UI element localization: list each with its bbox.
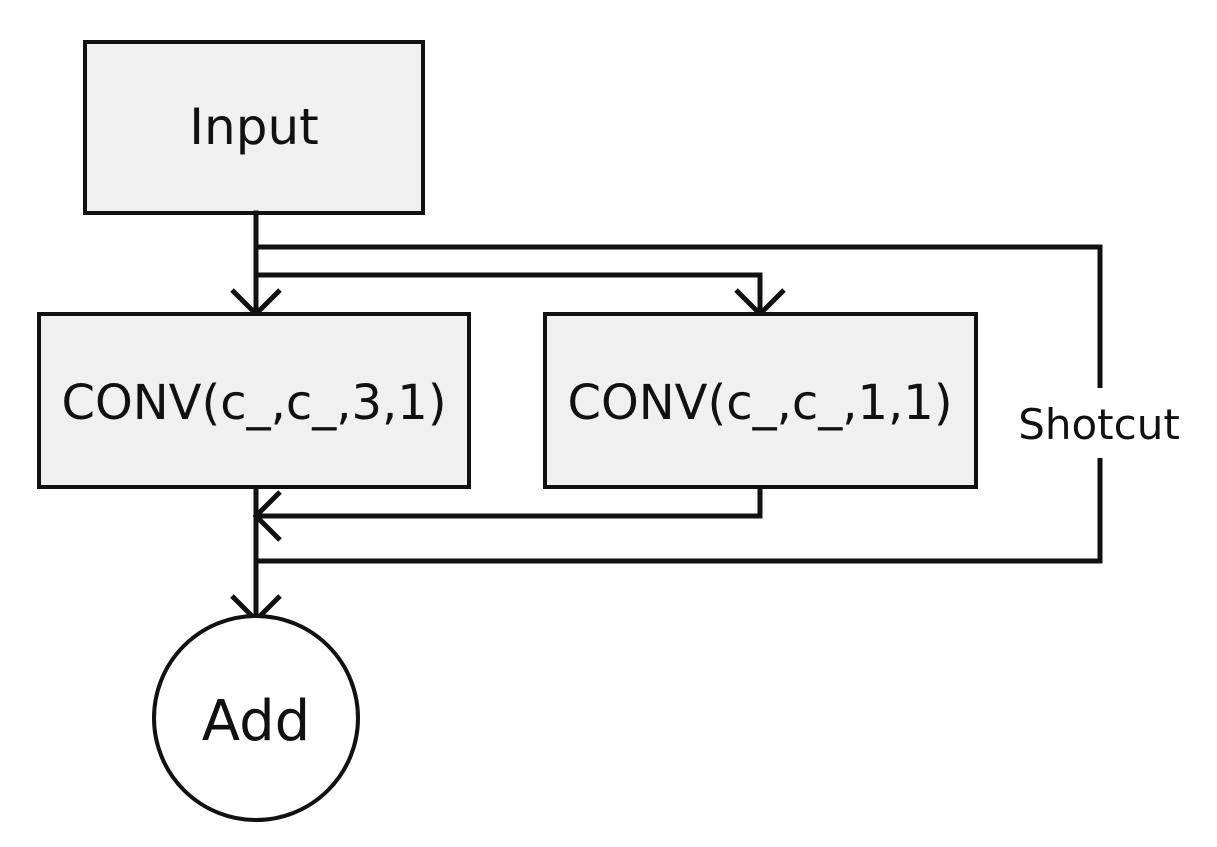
- add-label: Add: [202, 689, 310, 754]
- shortcut-label-group: Shotcut: [1004, 388, 1194, 458]
- conv3-box: [37, 312, 471, 489]
- conv1-label: CONV(c_,c_,1,1): [567, 375, 952, 431]
- edge-input-to-conv1: [253, 272, 763, 315]
- input-box: [83, 40, 425, 215]
- conv3-node: CONV(c_,c_,3,1): [37, 312, 471, 489]
- input-node: Input: [83, 40, 425, 215]
- add-circle: [152, 614, 360, 822]
- add-node: Add: [152, 614, 360, 822]
- shortcut-label: Shotcut: [1018, 400, 1180, 449]
- edge-conv1-merge: [253, 484, 763, 519]
- shortcut-label-bg: [1004, 388, 1194, 458]
- conv1-node: CONV(c_,c_,1,1): [543, 312, 978, 489]
- conv3-label: CONV(c_,c_,3,1): [61, 375, 446, 431]
- input-label: Input: [189, 98, 318, 156]
- conv1-box: [543, 312, 978, 489]
